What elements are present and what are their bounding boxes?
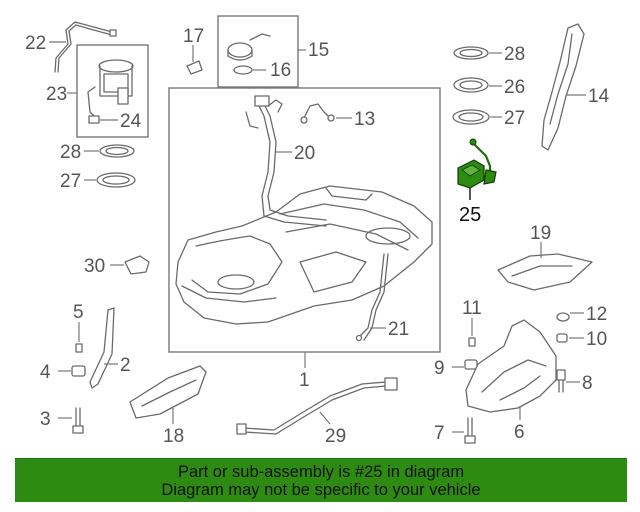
pump-module-box — [76, 44, 149, 138]
part-23-pump-module — [87, 59, 134, 124]
callout-28-right: 28 — [504, 44, 525, 65]
callout-25: 25 — [459, 204, 481, 226]
callout-7: 7 — [434, 423, 445, 444]
part-11-bolt — [468, 337, 476, 347]
callout-5: 5 — [73, 302, 84, 323]
part-7-bolt — [464, 417, 476, 444]
part-25-sending-unit — [457, 138, 497, 189]
callout-16: 16 — [270, 60, 291, 81]
callout-8: 8 — [582, 373, 593, 394]
callout-17: 17 — [183, 26, 204, 47]
part-12-nut — [556, 312, 570, 322]
callout-26: 26 — [504, 77, 525, 98]
callout-27-right: 27 — [504, 108, 525, 129]
part-19-shield — [497, 253, 593, 291]
part-8-bolt — [556, 369, 566, 393]
callout-6: 6 — [514, 422, 525, 443]
callout-13: 13 — [354, 109, 375, 130]
callout-19: 19 — [530, 223, 551, 244]
callout-15: 15 — [308, 40, 329, 61]
callout-22: 22 — [25, 33, 46, 54]
part-5-bolt — [75, 343, 83, 353]
callout-28-left: 28 — [60, 142, 81, 163]
leader-29 — [319, 411, 331, 425]
callout-23: 23 — [46, 84, 67, 105]
callout-10: 10 — [586, 329, 607, 350]
callout-11: 11 — [462, 298, 482, 319]
part-16-gasket — [233, 65, 253, 75]
parts-diagram: 22 23 24 28 27 30 17 15 — [25, 15, 610, 447]
part-1-fuel-tank — [175, 185, 433, 325]
part-4-grommet — [71, 365, 86, 377]
part-18-shield — [129, 365, 207, 419]
part-27-seal-right — [452, 109, 490, 125]
banner-line-2: Diagram may not be specific to your vehi… — [161, 481, 481, 499]
part-28-lock-ring-right — [453, 46, 489, 60]
part-2-strap — [89, 307, 115, 389]
info-banner: Part or sub-assembly is #25 in diagram D… — [15, 458, 627, 502]
part-22-fuel-line — [54, 21, 117, 73]
part-14-heat-shield — [541, 23, 585, 151]
part-28-lock-ring-left — [99, 144, 135, 158]
callout-3: 3 — [40, 409, 51, 430]
callout-29: 29 — [325, 426, 346, 447]
banner-line-1: Part or sub-assembly is #25 in diagram — [177, 463, 465, 481]
part-15-filler-cap — [227, 33, 271, 61]
callout-21: 21 — [388, 319, 409, 340]
part-13-hose — [300, 103, 335, 124]
callout-18: 18 — [163, 426, 184, 447]
callout-14: 14 — [588, 86, 610, 107]
callout-4: 4 — [40, 362, 51, 383]
part-9-grommet — [464, 359, 478, 370]
callout-9: 9 — [434, 358, 445, 379]
part-10-nut — [556, 333, 568, 343]
part-6-shield — [465, 319, 557, 413]
part-20-vent-pipe — [245, 95, 327, 227]
part-21-fuel-line — [355, 253, 389, 342]
part-27-seal-left — [96, 172, 136, 188]
callout-24: 24 — [120, 111, 142, 132]
filler-cap-box — [217, 15, 299, 88]
callout-1: 1 — [299, 370, 310, 391]
part-3-bolt — [72, 407, 84, 434]
part-17-clip — [186, 60, 203, 75]
callout-27-left: 27 — [60, 171, 81, 192]
callout-20: 20 — [294, 143, 315, 164]
part-30-bracket — [124, 255, 150, 275]
callout-2: 2 — [120, 355, 131, 376]
part-26-retainer — [453, 77, 489, 93]
callout-30: 30 — [84, 256, 105, 277]
part-29-hose — [236, 377, 398, 435]
callout-12: 12 — [586, 304, 607, 325]
